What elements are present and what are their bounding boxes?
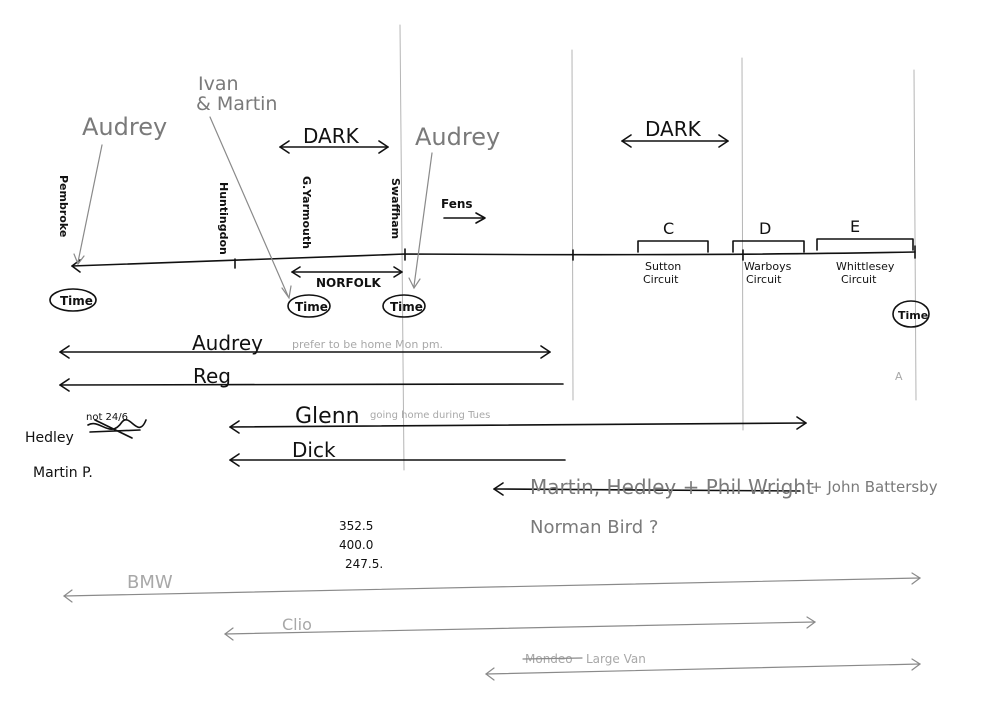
time-oval — [287, 294, 331, 318]
time-label: Time — [60, 294, 93, 308]
circuit-d-bracket — [732, 240, 805, 253]
large-van-label: Large Van — [586, 652, 646, 666]
clio-label: Clio — [282, 615, 312, 634]
circuit-e-letter: E — [850, 217, 860, 236]
arrowhead — [475, 212, 486, 224]
mondeo-strikethrough — [522, 657, 583, 660]
guide-line — [399, 24, 405, 471]
margin-mark: A — [895, 370, 903, 383]
circuit-d-name: Warboys — [744, 260, 792, 273]
dark-label-1: DARK — [303, 124, 360, 148]
station-pembroke: Pembroke — [57, 175, 70, 237]
scribbled-note: not 24/6 — [86, 412, 128, 423]
guide-line — [913, 69, 917, 401]
number-400-0: 400.0 — [339, 538, 373, 552]
audrey-label-mid: Audrey — [415, 123, 500, 151]
arrowhead — [281, 285, 292, 300]
audrey-pointer-mid — [413, 152, 433, 287]
number-352-5: 352.5 — [339, 519, 373, 533]
arrowhead — [224, 627, 234, 641]
martin-label: & Martin — [196, 93, 277, 115]
audrey-label-left: Audrey — [82, 113, 167, 141]
circuit-c-name: Sutton — [645, 260, 681, 273]
arrowhead — [229, 420, 240, 434]
hedley-name: Hedley — [25, 430, 74, 446]
arrowhead — [621, 134, 632, 148]
arrowhead — [408, 277, 421, 290]
time-label: Time — [295, 300, 328, 314]
dick-name: Dick — [292, 438, 336, 462]
arrowhead — [911, 658, 922, 671]
ivan-martin-pointer — [209, 116, 289, 297]
circuit-e-name: Whittlesey — [836, 260, 895, 273]
reg-span — [59, 383, 564, 386]
arrowhead — [540, 345, 551, 359]
arrowhead — [911, 572, 922, 585]
circuit-e-bracket — [816, 238, 914, 251]
scribble-out — [87, 419, 147, 439]
arrowhead — [378, 140, 389, 154]
time-label: Time — [898, 309, 928, 322]
arrowhead — [493, 482, 504, 496]
norfolk-label: NORFOLK — [316, 276, 382, 290]
time-oval — [892, 300, 930, 328]
guide-line — [741, 57, 744, 431]
time-oval — [382, 294, 426, 318]
guide-line — [571, 49, 574, 401]
circuit-e-circuit: Circuit — [841, 273, 877, 286]
vertical-guides — [399, 24, 917, 471]
station-labels: Pembroke Huntingdon G.Yarmouth Swaffham — [57, 175, 402, 255]
arrowhead — [718, 134, 729, 148]
circuit-d-circuit: Circuit — [746, 273, 782, 286]
number-247-5: 247.5. — [345, 557, 383, 571]
circuit-c-bracket — [637, 240, 709, 253]
martin-p-name: Martin P. — [33, 465, 93, 481]
arrowhead — [393, 266, 403, 278]
john-battersby: + John Battersby — [810, 478, 938, 496]
audrey-pointer-left — [77, 144, 103, 263]
arrowhead — [279, 140, 290, 154]
audrey-note: prefer to be home Mon pm. — [292, 338, 443, 351]
bmw-span — [63, 577, 921, 597]
glenn-note: going home during Tues — [370, 410, 490, 421]
arrowhead — [63, 589, 73, 603]
circuit-d-letter: D — [759, 219, 771, 238]
station-great-yarmouth: G.Yarmouth — [300, 176, 313, 249]
arrowhead — [485, 667, 495, 681]
circuits: C Sutton Circuit D Warboys Circuit E Whi… — [637, 217, 914, 286]
fens-label: Fens — [441, 197, 473, 211]
arrowhead — [796, 416, 807, 430]
arrowhead — [59, 345, 70, 359]
dark-label-2: DARK — [645, 117, 702, 141]
martin-hedley-names: Martin, Hedley + Phil Wright — [530, 475, 814, 499]
people-lines: Audrey prefer to be home Mon pm. Reg Gle… — [25, 331, 938, 538]
station-huntingdon: Huntingdon — [217, 182, 230, 255]
norman-bird: Norman Bird ? — [530, 517, 658, 538]
arrowhead — [229, 453, 240, 467]
arrowhead — [291, 266, 301, 278]
arrowhead — [806, 616, 817, 629]
arrowhead — [59, 378, 70, 392]
numbers-column: 352.5 400.0 247.5. — [339, 519, 383, 571]
glenn-name: Glenn — [295, 404, 360, 429]
ivan-label: Ivan — [198, 73, 239, 95]
timeline-axis — [71, 251, 916, 267]
top-labels: Audrey Ivan & Martin DARK Audrey DARK Fe… — [73, 73, 729, 300]
time-oval — [49, 288, 97, 312]
vehicle-lines: BMW Clio Mondeo Large Van — [63, 572, 922, 681]
audrey-name: Audrey — [192, 331, 263, 355]
clio-span — [224, 621, 816, 635]
time-markers: Time Time Time Time — [49, 288, 930, 328]
circuit-c-letter: C — [663, 219, 674, 238]
martin-hedley-span — [493, 488, 801, 492]
station-swaffham: Swaffham — [389, 178, 402, 239]
circuit-c-circuit: Circuit — [643, 273, 679, 286]
large-van-span — [485, 663, 921, 675]
bmw-label: BMW — [127, 572, 173, 593]
arrowhead — [73, 253, 85, 266]
reg-name: Reg — [193, 364, 231, 388]
glenn-span — [229, 422, 807, 428]
time-label: Time — [390, 300, 423, 314]
